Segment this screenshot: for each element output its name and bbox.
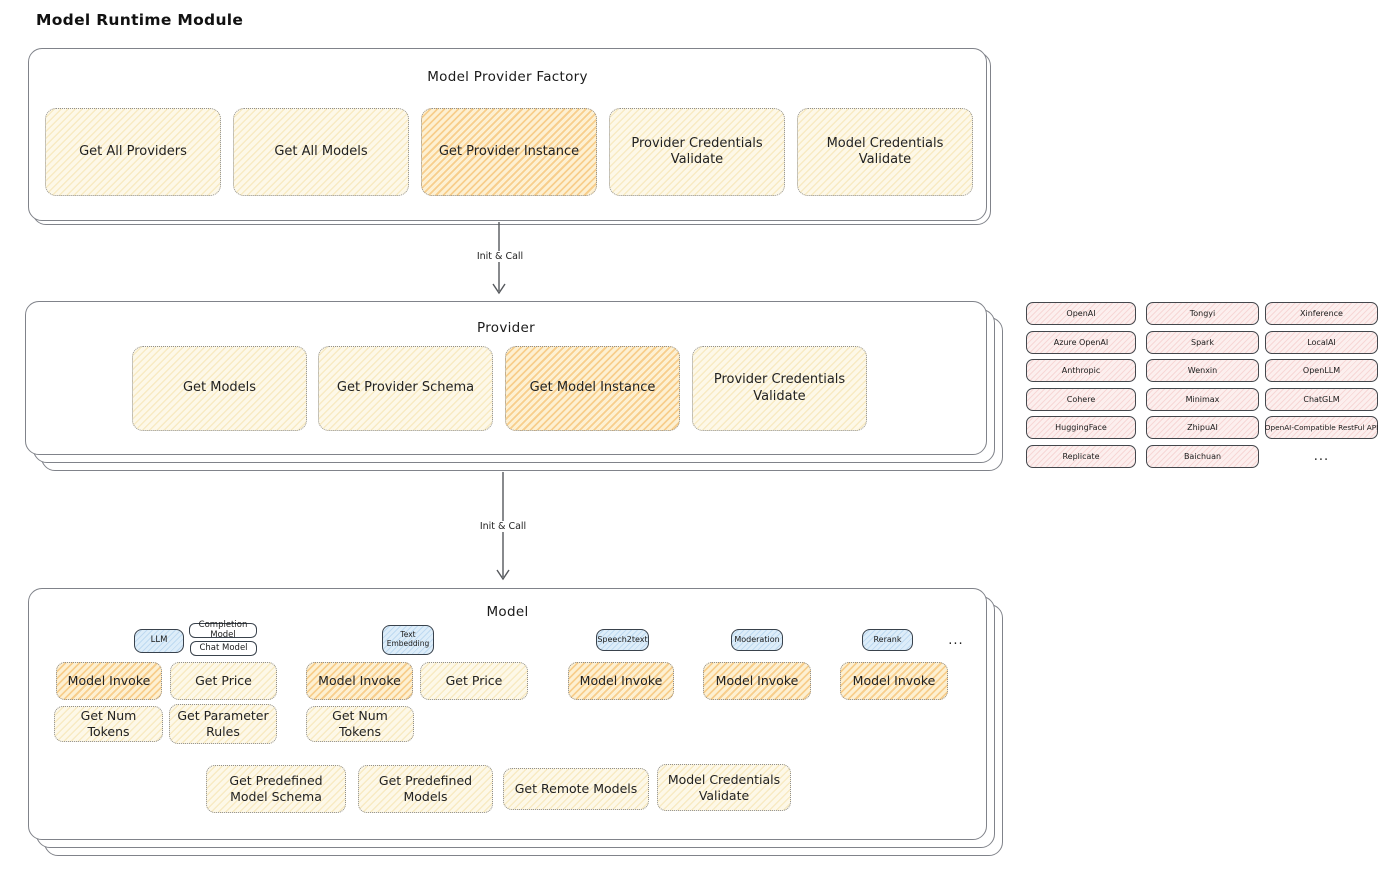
provider-pill-cohere: Cohere [1026, 388, 1136, 411]
tab-text-embedding: Text Embedding [382, 625, 434, 655]
model-button-model-invoke-text-embedding: Model Invoke [306, 662, 413, 700]
model-button-get-num-tokens-llm: Get Num Tokens [54, 706, 163, 742]
tab-completion-model: Completion Model [189, 620, 257, 639]
model-button-model-invoke-speech2text: Model Invoke [568, 662, 674, 700]
model-button-get-remote-models: Get Remote Models [503, 768, 649, 810]
model-button-get-predefined-models: Get Predefined Models [358, 765, 493, 813]
provider-button-provider-credentials-validate: Provider Credentials Validate [692, 346, 867, 431]
factory-title: Model Provider Factory [427, 69, 588, 85]
provider-pill-huggingface: HuggingFace [1026, 416, 1136, 439]
provider-pill-openllm: OpenLLM [1265, 359, 1378, 382]
provider-pill-xinference: Xinference [1265, 302, 1378, 325]
model-title: Model [486, 604, 529, 620]
provider-pill-replicate: Replicate [1026, 445, 1136, 468]
tabs-ellipsis: ... [948, 632, 964, 648]
factory-button-get-provider-instance: Get Provider Instance [421, 108, 597, 196]
provider-button-get-models: Get Models [132, 346, 307, 431]
provider-pill-openai-compatible-restful-api: OpenAI-Compatible RestFul API [1265, 416, 1378, 439]
provider-pill-chatglm: ChatGLM [1265, 388, 1378, 411]
providers-grid-ellipsis: ... [1313, 449, 1330, 464]
tab-moderation: Moderation [731, 629, 783, 651]
tab-rerank: Rerank [862, 629, 913, 651]
model-button-model-invoke-llm: Model Invoke [56, 662, 162, 700]
model-button-get-parameter-rules: Get Parameter Rules [169, 704, 277, 744]
provider-pill-anthropic: Anthropic [1026, 359, 1136, 382]
provider-pill-spark: Spark [1146, 331, 1259, 354]
tab-chat-model: Chat Model [190, 641, 257, 656]
provider-pill-openai: OpenAI [1026, 302, 1136, 325]
factory-button-provider-credentials-validate: Provider Credentials Validate [609, 108, 785, 196]
tab-speech2text: Speech2text [596, 629, 649, 651]
provider-box: Provider Get Models Get Provider Schema … [25, 301, 987, 455]
provider-pill-baichuan: Baichuan [1146, 445, 1259, 468]
provider-pill-localai: LocalAI [1265, 331, 1378, 354]
factory-button-get-all-providers: Get All Providers [45, 108, 221, 196]
diagram-title: Model Runtime Module [36, 11, 244, 29]
provider-pill-wenxin: Wenxin [1146, 359, 1259, 382]
provider-pill-tongyi: Tongyi [1146, 302, 1259, 325]
provider-button-get-provider-schema: Get Provider Schema [318, 346, 493, 431]
factory-button-model-credentials-validate: Model Credentials Validate [797, 108, 973, 196]
init-call-label-2: Init & Call [474, 521, 532, 532]
model-button-get-num-tokens-text-embedding: Get Num Tokens [306, 706, 414, 742]
model-button-get-predefined-model-schema: Get Predefined Model Schema [206, 765, 346, 813]
model-box: Model LLM Completion Model Chat Model Te… [28, 588, 987, 840]
init-call-label-1: Init & Call [471, 251, 529, 262]
model-button-model-credentials-validate: Model Credentials Validate [657, 764, 791, 811]
provider-pill-zhipuai: ZhipuAI [1146, 416, 1259, 439]
model-button-model-invoke-moderation: Model Invoke [703, 662, 811, 700]
provider-button-get-model-instance: Get Model Instance [505, 346, 680, 431]
factory-box: Model Provider Factory Get All Providers… [28, 48, 987, 221]
provider-pill-azure-openai: Azure OpenAI [1026, 331, 1136, 354]
model-button-get-price-llm: Get Price [170, 662, 277, 700]
model-button-model-invoke-rerank: Model Invoke [840, 662, 948, 700]
model-button-get-price-text-embedding: Get Price [420, 662, 528, 700]
provider-pill-minimax: Minimax [1146, 388, 1259, 411]
tab-llm: LLM [134, 629, 184, 653]
provider-title: Provider [477, 320, 535, 336]
factory-button-get-all-models: Get All Models [233, 108, 409, 196]
